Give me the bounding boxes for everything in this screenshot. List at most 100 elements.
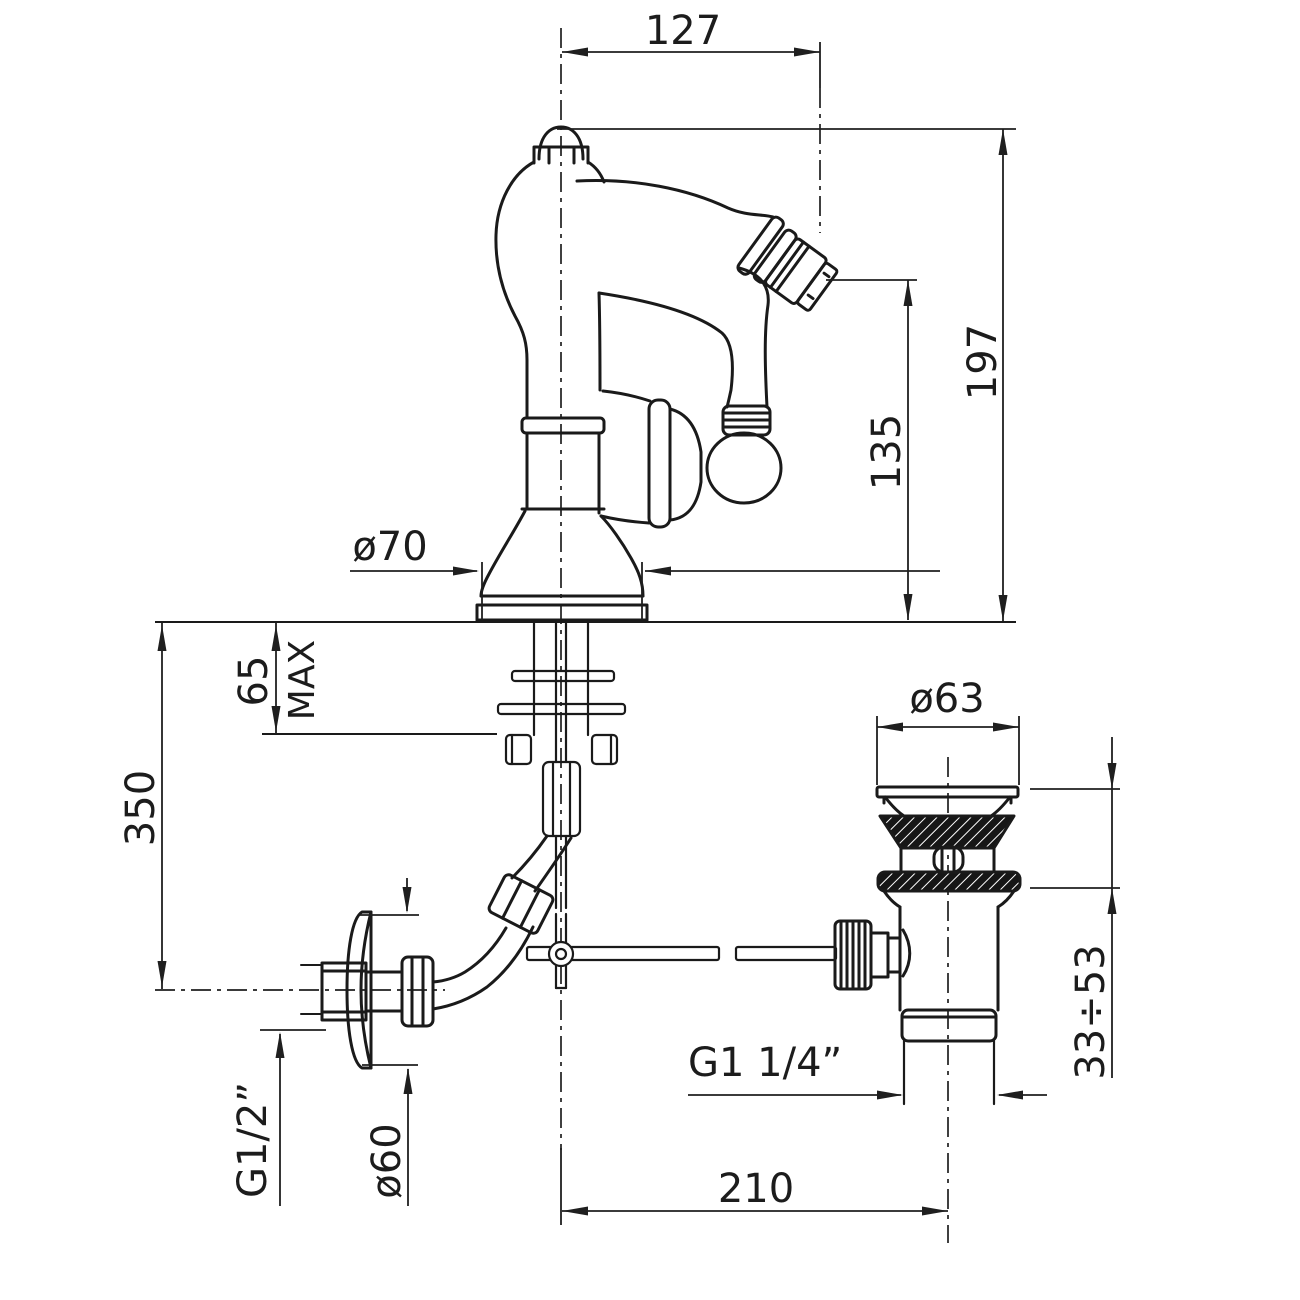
column-collar-ring xyxy=(520,416,606,435)
hose-upper-edge-2 xyxy=(533,836,573,893)
arrowhead-right-icon xyxy=(877,1090,903,1100)
faucet-handle xyxy=(599,389,783,529)
hex-fitting-body xyxy=(487,873,555,935)
dim-overall-height: 197 xyxy=(557,128,1016,621)
waste-internal-arc xyxy=(901,928,912,978)
dim-label-65: 65 xyxy=(231,656,277,707)
waste-seal-plate-hatched xyxy=(876,870,1022,893)
hose-lower-edge-1 xyxy=(431,926,508,984)
arrowhead-right-icon xyxy=(993,722,1019,732)
hex-fitting-facet-2 xyxy=(501,879,524,920)
wall-supply-connection xyxy=(300,910,435,1070)
dim-label-g12: G1/2” xyxy=(230,1082,276,1198)
body-right-profile xyxy=(597,291,602,392)
rod-hex-coupling xyxy=(541,760,582,838)
spout-underside-to-lever xyxy=(597,291,734,409)
arrowhead-up-icon xyxy=(998,129,1008,155)
dim-spout-outlet-height: 135 xyxy=(826,279,917,620)
arrowhead-down-icon xyxy=(903,594,913,620)
finial-collar xyxy=(532,145,590,165)
dimensions: 127 197 135 ø70 xyxy=(118,8,1120,1225)
arrowhead-up-icon xyxy=(1107,888,1117,914)
mounting-nut-left xyxy=(504,733,533,766)
mounting-nut-right xyxy=(590,733,619,766)
knob-collar xyxy=(869,931,890,979)
reference-lines xyxy=(155,621,1016,735)
hose-hex-fitting xyxy=(487,873,555,935)
spout-top-edge xyxy=(575,179,775,219)
dim-label-d63: ø63 xyxy=(909,676,984,722)
drain-assembly xyxy=(833,785,1022,1106)
aerator-end-cap xyxy=(796,261,839,312)
dim-label-g114: G1 1/4” xyxy=(688,1040,842,1086)
handle-ball xyxy=(705,431,783,505)
arrowhead-left-icon xyxy=(562,1206,588,1216)
arrowhead-down-icon xyxy=(402,887,412,913)
faucet-spout xyxy=(575,179,839,409)
aerator-ring-1 xyxy=(736,215,785,276)
waste-plug-cone-hatched xyxy=(878,814,1016,850)
pivot-joint-inner xyxy=(554,947,568,961)
finial-dome xyxy=(537,125,585,161)
dim-below-deck-length: 350 xyxy=(118,623,167,989)
dim-base-diameter: ø70 xyxy=(350,524,940,620)
arrowhead-right-icon xyxy=(453,566,479,576)
boss-lower-connector xyxy=(599,514,651,525)
dim-spout-reach: 127 xyxy=(562,8,821,88)
dim-wall-flange-diameter: ø60 xyxy=(360,878,419,1206)
dim-label-197: 197 xyxy=(960,324,1006,400)
dim-label-33-53: 33÷53 xyxy=(1068,944,1114,1079)
boss-shoulder xyxy=(668,407,703,522)
aerator-groove-2 xyxy=(774,244,811,294)
arrowhead-up-icon xyxy=(403,1068,413,1094)
aerator-slot-1 xyxy=(822,271,831,279)
boss-upper-connector xyxy=(601,389,652,403)
hex-fitting-facet-1 xyxy=(518,888,541,929)
arrowhead-left-icon xyxy=(562,47,588,57)
supply-hose xyxy=(431,834,573,1011)
union-nut xyxy=(400,955,435,1028)
hose-upper-edge-1 xyxy=(510,834,549,880)
mounting-hardware xyxy=(496,620,627,838)
arrowhead-up-icon xyxy=(157,625,167,651)
dim-label-350: 350 xyxy=(118,770,164,846)
dim-label-210: 210 xyxy=(718,1166,794,1212)
aerator-slot-2 xyxy=(806,293,815,301)
faucet-body xyxy=(475,125,649,622)
arrowhead-down-icon xyxy=(1107,763,1117,789)
arrowhead-up-icon xyxy=(271,625,281,651)
arrowhead-right-icon xyxy=(794,47,820,57)
arrowhead-down-icon xyxy=(271,706,281,732)
dim-label-135: 135 xyxy=(864,414,910,490)
dim-label-d60: ø60 xyxy=(364,1123,410,1198)
pivot-joint-outer xyxy=(547,940,575,968)
boss-disc xyxy=(647,398,672,529)
washer-plate-2 xyxy=(496,702,627,716)
dim-supply-thread: G1/2” xyxy=(230,1029,326,1206)
aerator-groove-1 xyxy=(768,240,805,289)
hose-lower-edge-2 xyxy=(431,925,535,1011)
arrowhead-up-icon xyxy=(903,280,913,306)
dim-label-127: 127 xyxy=(645,8,721,54)
link-rod-left-segment xyxy=(525,945,721,962)
washer-plate-1 xyxy=(510,669,616,683)
waste-top-plate xyxy=(875,785,1020,799)
body-left-profile xyxy=(494,160,536,420)
supply-nipple xyxy=(320,961,368,1022)
aerator xyxy=(736,215,839,312)
dim-waste-adjustment: 33÷53 xyxy=(1030,737,1120,1080)
arrowhead-right-icon xyxy=(922,1206,948,1216)
arrowhead-up-icon xyxy=(275,1032,285,1058)
dim-deck-thickness: 65 MAX xyxy=(231,623,323,734)
dim-waste-flange-diameter: ø63 xyxy=(876,676,1020,785)
dim-label-max: MAX xyxy=(282,640,323,720)
dim-waste-thread: G1 1/4” xyxy=(688,1040,1047,1100)
arrowhead-down-icon xyxy=(998,595,1008,621)
arrowhead-down-icon xyxy=(157,961,167,987)
dim-label-d70: ø70 xyxy=(352,524,427,570)
arrowhead-left-icon xyxy=(877,722,903,732)
dim-centre-distance: 210 xyxy=(560,1148,948,1225)
